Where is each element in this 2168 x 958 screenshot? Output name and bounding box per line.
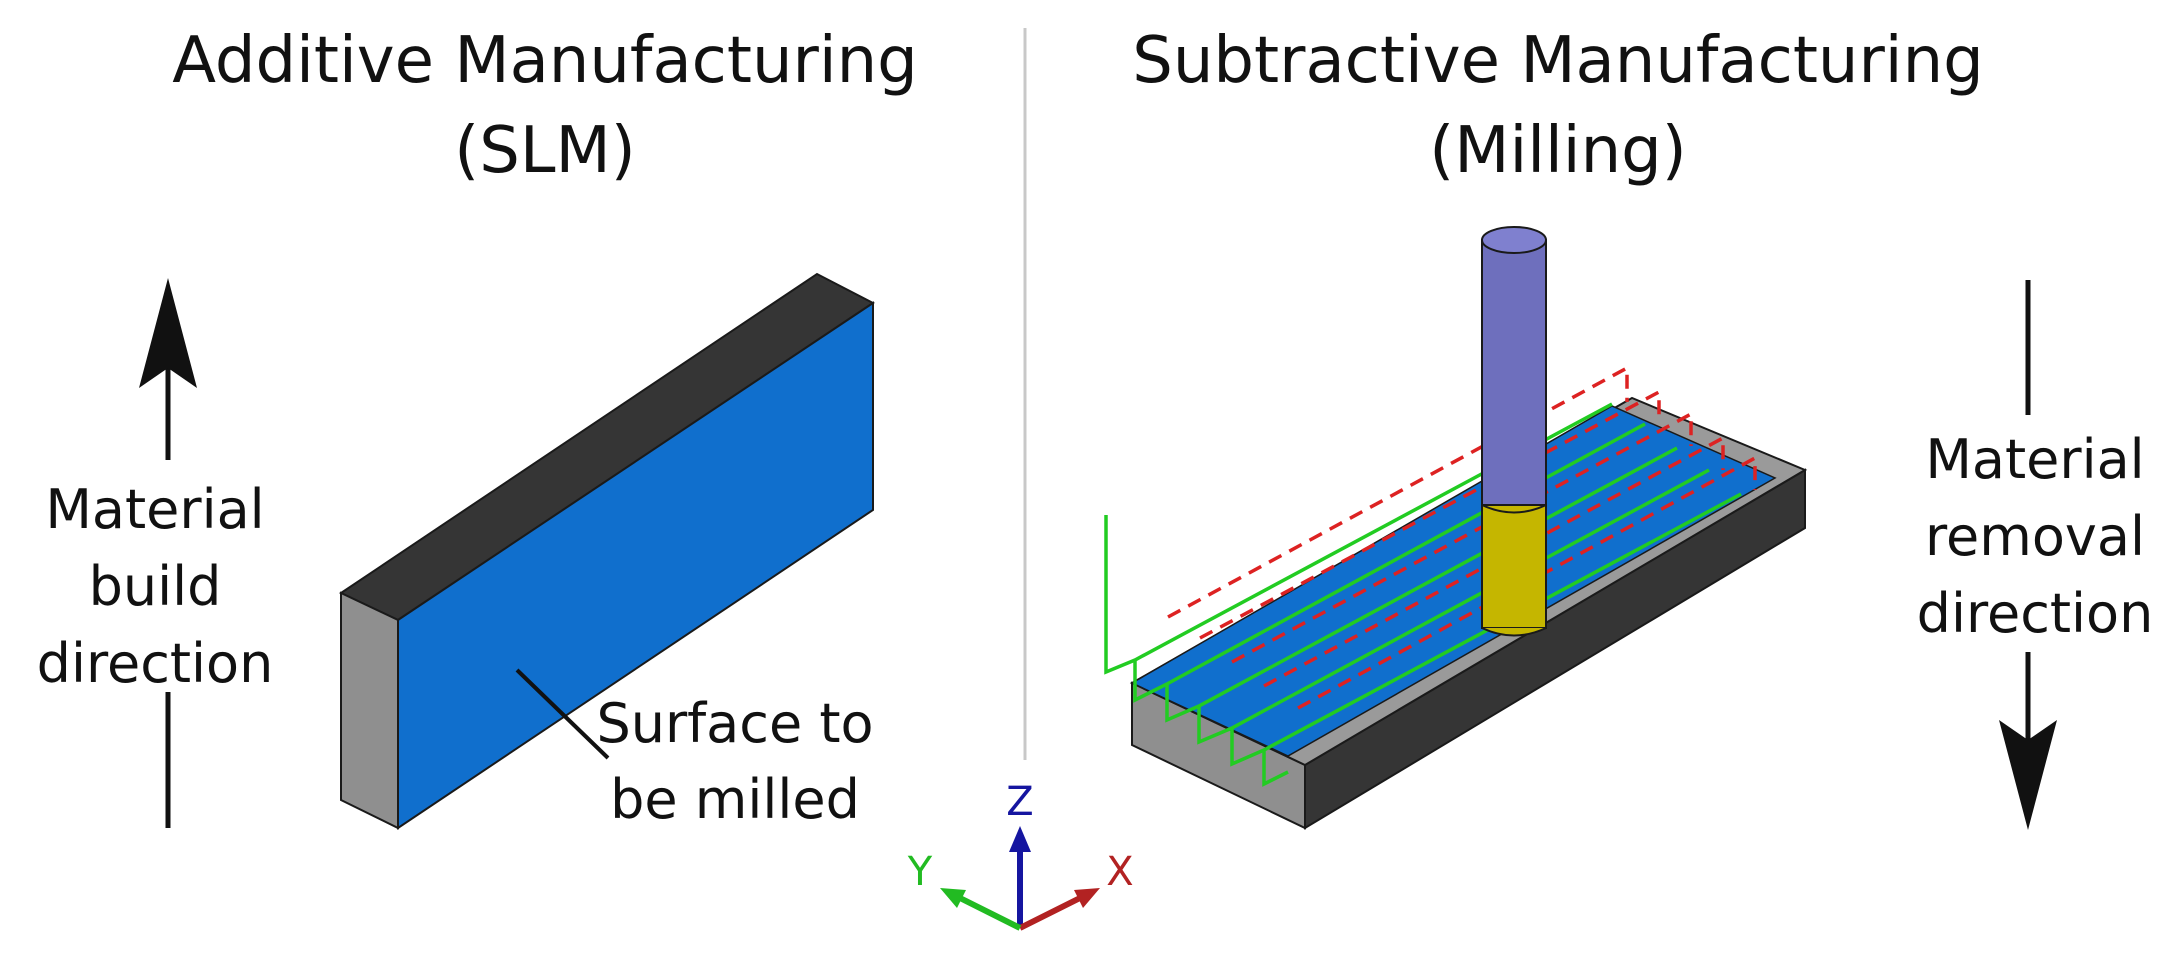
y-axis-line: [956, 894, 1022, 931]
slm-block: [338, 272, 875, 830]
removal-arrow-head: [1999, 720, 2057, 830]
x-axis-head: [1074, 888, 1100, 908]
toolpath-retract-dashed: [1167, 365, 1757, 710]
removal-label-line2: removal: [1925, 505, 2145, 568]
milling-block: [1129, 396, 1808, 830]
removal-label-line3: direction: [1917, 582, 2154, 645]
right-title-line1: Subtractive Manufacturing: [1132, 24, 1984, 98]
end-mill-tool: [1481, 226, 1547, 637]
z-axis-head: [1009, 826, 1031, 852]
x-axis-line: [1018, 894, 1084, 931]
removal-label-line1: Material: [1925, 428, 2144, 491]
build-label-line3: direction: [37, 632, 274, 695]
right-title-line2: (Milling): [1429, 114, 1686, 188]
y-axis-head: [940, 888, 966, 908]
surface-callout-line2: be milled: [610, 768, 860, 831]
slm-surface-to-mill: [397, 301, 874, 830]
surface-callout-line1: Surface to: [596, 692, 873, 755]
build-label-line1: Material: [45, 478, 264, 541]
tool-shank-top: [1481, 226, 1547, 254]
slm-block-side-face: [340, 591, 399, 830]
z-axis-label: Z: [1006, 779, 1033, 825]
tool-cutter: [1481, 504, 1547, 629]
axis-triad: Z X Y: [907, 779, 1134, 931]
surface-callout-leader: [515, 668, 610, 760]
tool-shank: [1481, 239, 1547, 506]
left-title-line2: (SLM): [454, 114, 635, 188]
left-title-line1: Additive Manufacturing: [172, 24, 918, 98]
build-label-line2: build: [89, 555, 222, 618]
build-arrow-head: [139, 278, 197, 388]
x-axis-label: X: [1106, 849, 1133, 895]
y-axis-label: Y: [907, 849, 933, 895]
